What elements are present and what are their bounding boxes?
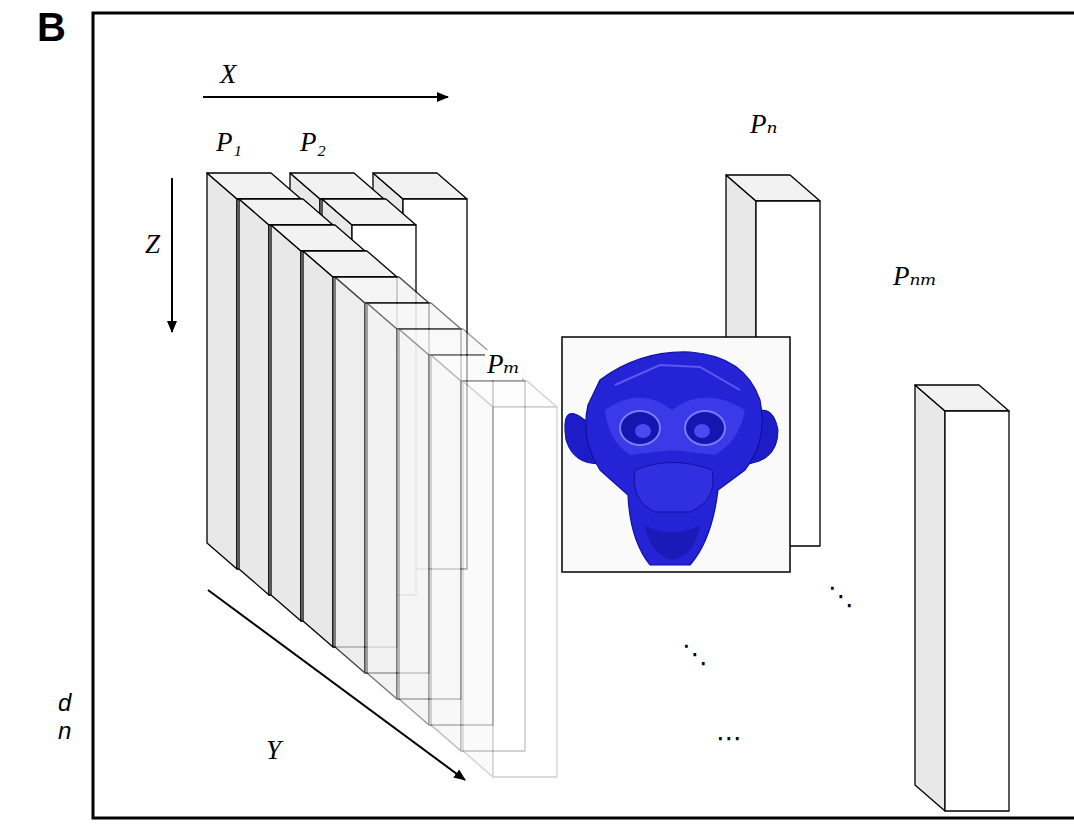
- column-face: [335, 277, 365, 673]
- axis-label: Y: [266, 736, 281, 766]
- column-face: [239, 199, 269, 595]
- column-face: [303, 251, 397, 277]
- column-face: [271, 225, 365, 251]
- column-label: Pₙ: [748, 110, 779, 140]
- monkey-render: [562, 337, 790, 572]
- column-face: [915, 385, 945, 811]
- x-axis-arrow: [203, 96, 448, 98]
- column-face: [945, 411, 1009, 811]
- column-face: [290, 173, 384, 199]
- panel-letter: B: [37, 5, 66, 49]
- panel-frame: [93, 13, 1074, 818]
- column-label: Pₙₘ: [893, 262, 937, 292]
- column-label: Pₘ: [485, 350, 522, 380]
- column: [463, 381, 557, 777]
- column-face: [463, 381, 557, 407]
- ellipsis: ⋱: [682, 640, 708, 669]
- axis-label: X: [220, 60, 237, 90]
- column-face: [463, 381, 493, 777]
- axis-label: Z: [145, 230, 160, 260]
- ellipsis: ⋱: [828, 582, 854, 611]
- column: [915, 385, 1009, 811]
- column-label: P₁: [216, 128, 242, 158]
- column-face: [303, 251, 333, 647]
- column-face: [431, 355, 461, 751]
- column-face: [335, 277, 429, 303]
- text-fragment: n: [58, 718, 71, 744]
- column-face: [367, 303, 397, 699]
- column-face: [726, 175, 820, 201]
- column-label: P₂: [300, 128, 326, 158]
- column-face: [207, 173, 237, 569]
- column-face: [493, 407, 557, 777]
- y-axis-arrow: [208, 590, 465, 780]
- column-face: [322, 199, 416, 225]
- column-grid: [207, 173, 1009, 811]
- column-face: [399, 329, 493, 355]
- column-face: [271, 225, 301, 621]
- ellipsis: ⋯: [716, 724, 742, 753]
- column-face: [207, 173, 301, 199]
- column-face: [239, 199, 333, 225]
- column-face: [367, 303, 461, 329]
- column-face: [373, 173, 467, 199]
- text-fragment: d: [58, 690, 71, 716]
- column-face: [399, 329, 429, 725]
- column-face: [915, 385, 1009, 411]
- z-axis-arrow: [171, 178, 173, 332]
